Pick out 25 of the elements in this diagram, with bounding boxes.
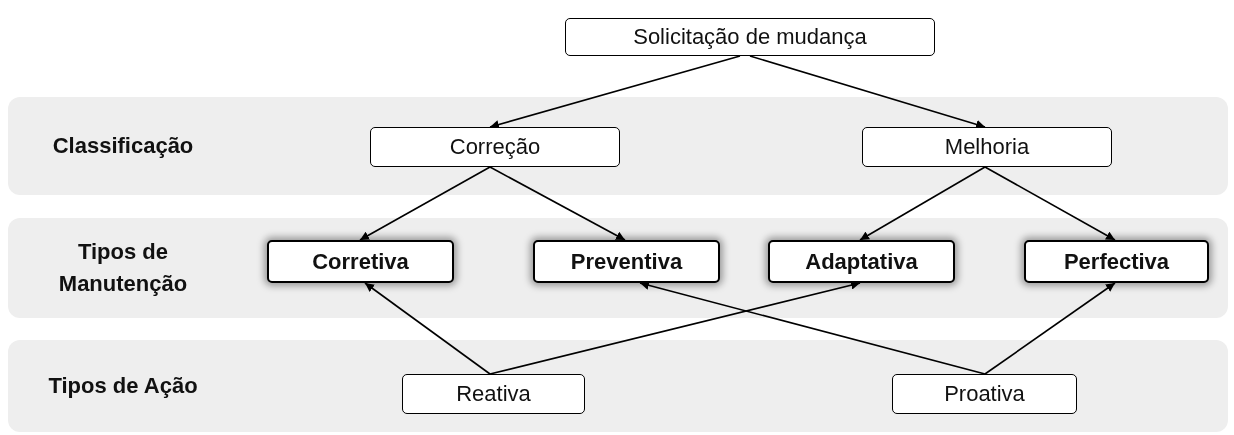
maintenance-type-box: Perfectiva xyxy=(1024,240,1209,283)
arrow xyxy=(749,55,986,129)
arrow xyxy=(639,280,986,375)
process-box: Solicitação de mudança xyxy=(565,18,935,56)
arrow xyxy=(489,280,861,375)
maintenance-type-box: Corretiva xyxy=(267,240,454,283)
category-band xyxy=(8,218,1228,318)
arrow xyxy=(489,55,741,129)
category-band xyxy=(8,97,1228,195)
process-box: Reativa xyxy=(402,374,585,414)
process-box: Proativa xyxy=(892,374,1077,414)
band-heading: Tipos de Manutenção xyxy=(57,238,189,298)
arrow xyxy=(364,282,491,375)
arrow xyxy=(489,166,626,241)
arrow xyxy=(984,282,1116,375)
process-box: Melhoria xyxy=(862,127,1112,167)
category-band xyxy=(8,340,1228,432)
maintenance-type-box: Adaptativa xyxy=(768,240,955,283)
process-box: Correção xyxy=(370,127,620,167)
arrow xyxy=(859,166,986,241)
maintenance-type-box: Preventiva xyxy=(533,240,720,283)
band-heading: Tipos de Ação xyxy=(47,372,199,401)
arrow xyxy=(984,166,1116,241)
arrow xyxy=(359,166,491,241)
band-heading: Classificação xyxy=(51,132,195,161)
